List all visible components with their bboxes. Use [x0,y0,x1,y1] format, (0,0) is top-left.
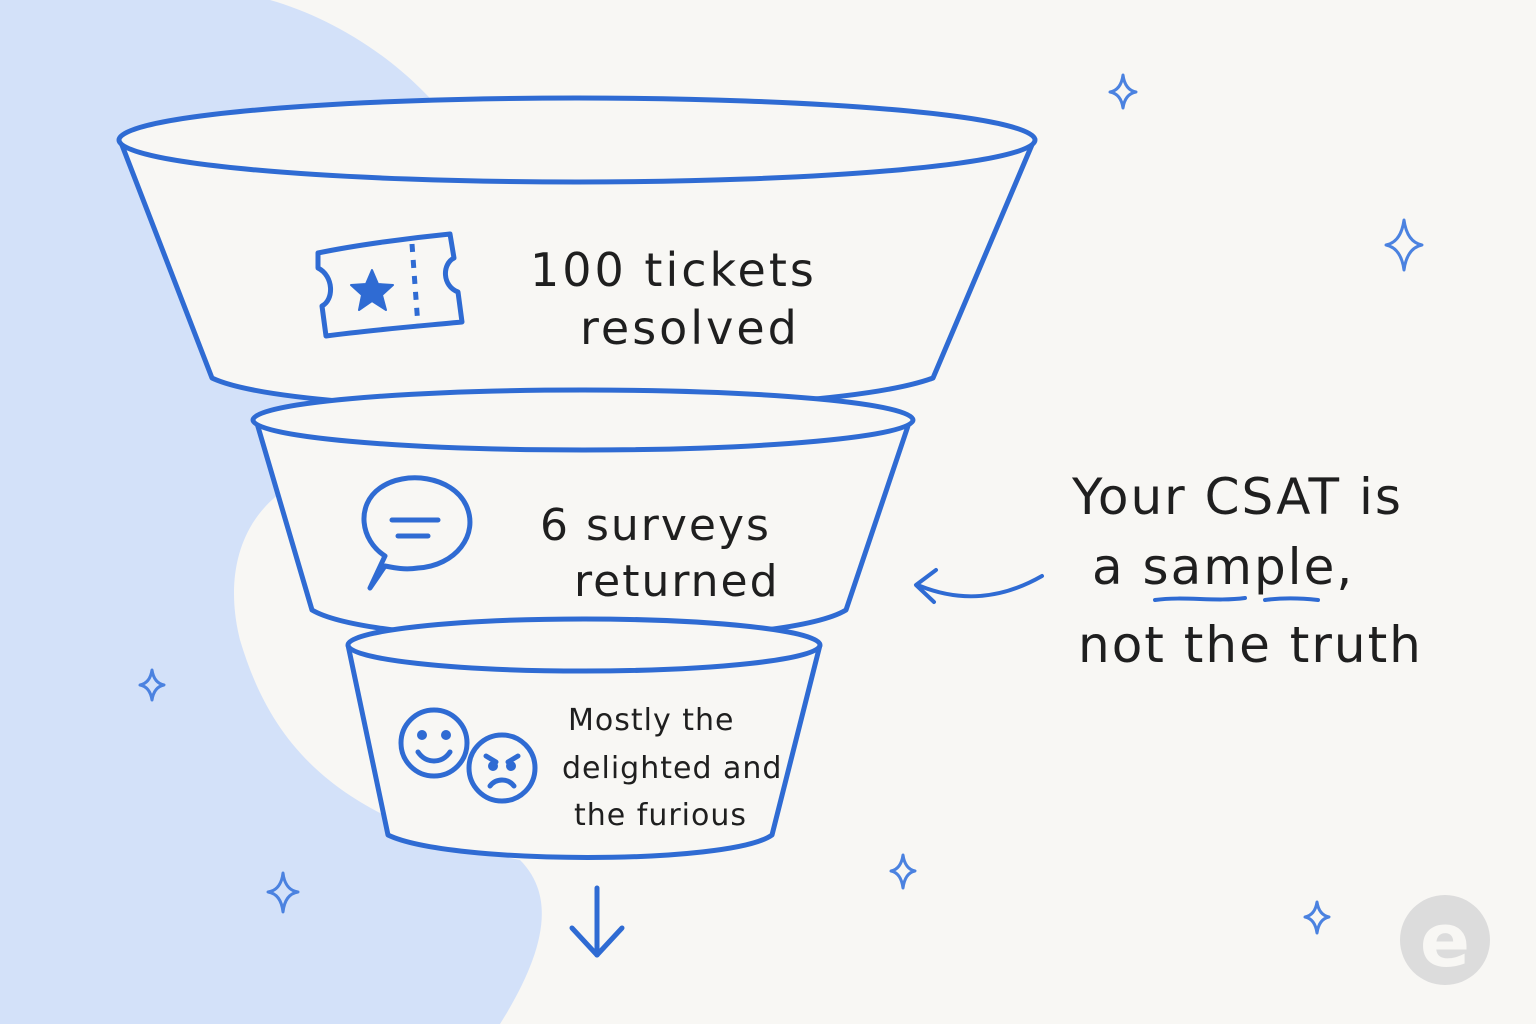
callout-line1: Your CSAT is [1071,468,1403,526]
brand-logo-letter: e [1420,898,1470,984]
happy-face-icon [398,707,470,779]
stage3-line1: Mostly the [568,703,735,738]
callout-arrow-icon [914,568,1044,604]
funnel-stage-1 [116,95,1038,412]
stage3-line3: the furious [574,798,747,833]
sparkle-icon [1303,900,1331,935]
sparkle-icon [138,668,166,702]
funnel-stage-3 [345,616,823,860]
sample-underline [1153,596,1320,602]
brand-logo: e [1400,895,1490,985]
sparkle-icon [1384,218,1424,272]
sparkle-icons [138,73,1424,935]
sparkle-icon [1108,73,1138,110]
down-arrow-icon [569,885,625,958]
stage2-line2: returned [574,556,780,607]
angry-face-icon [466,732,538,804]
callout-sample-word: sample [1143,538,1337,596]
speech-bubble-icon [361,475,473,591]
stage1-line2: resolved [580,301,800,355]
sparkle-icon [266,871,300,914]
callout-line3: not the truth [1078,616,1423,674]
sparkle-icon [889,853,917,890]
stage2-line1: 6 surveys [540,500,771,551]
callout-line2: a sample, [1092,538,1354,596]
funnel-stage-2 [250,387,916,643]
callout-line2-pre: a [1092,538,1143,596]
callout-line2-post: , [1336,538,1354,596]
stage1-line1: 100 tickets [530,243,817,297]
ticket-icon [315,231,465,339]
stage3-line2: delighted and [562,751,782,786]
